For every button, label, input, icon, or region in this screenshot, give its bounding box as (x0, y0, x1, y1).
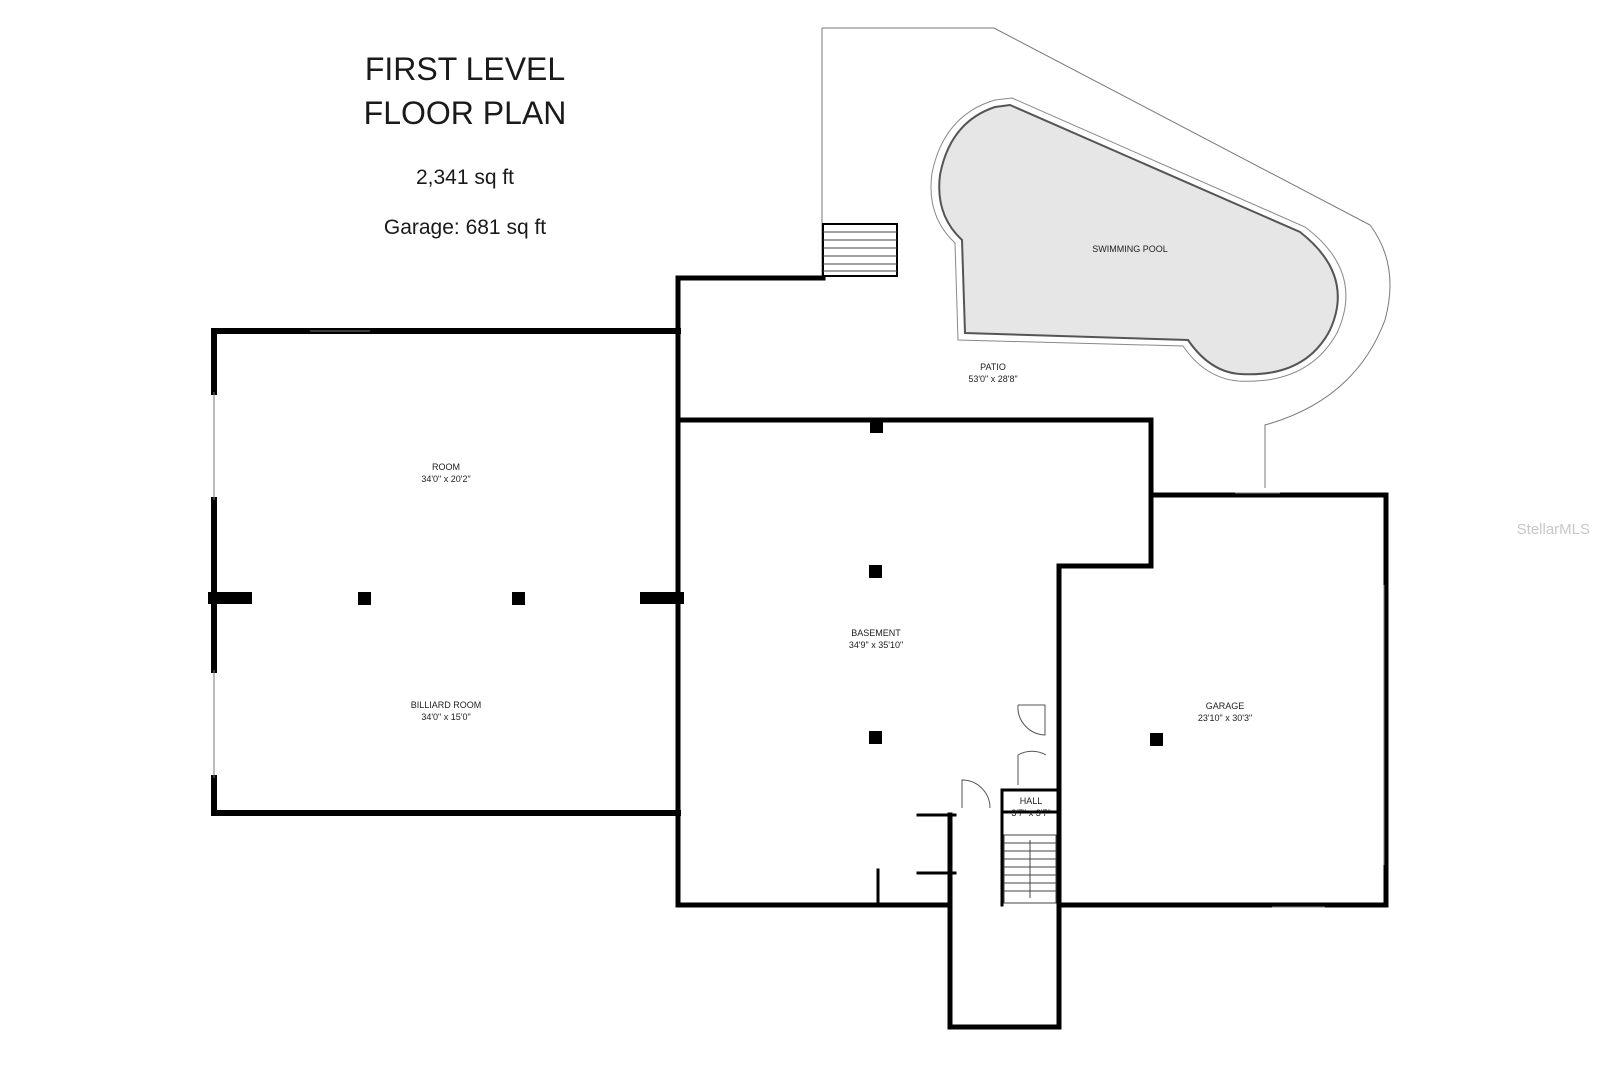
patio-stairs (822, 223, 898, 277)
basement-column-top-wall (870, 420, 883, 433)
hall-label: HALL (1020, 796, 1043, 806)
room-column-left (358, 592, 371, 605)
swimming-pool (938, 103, 1339, 376)
garage-dims: 23'10" x 30'3" (1198, 713, 1252, 723)
garage-label: GARAGE (1206, 701, 1245, 711)
patio-dims: 53'0" x 28'8" (968, 374, 1017, 384)
swimming-pool-coping (930, 97, 1347, 382)
room-column-right (512, 592, 525, 605)
hall-dims: 3'7" x 3'7" (1011, 808, 1050, 818)
basement-dims: 34'9" x 35'10" (849, 640, 903, 650)
basement-label: BASEMENT (851, 628, 901, 638)
room-label: ROOM (432, 462, 460, 472)
garage-walls (1056, 492, 1389, 908)
garage-area: Garage: 681 sq ft (383, 216, 547, 239)
hall-walls (1000, 788, 1061, 814)
garage-column (1150, 733, 1163, 746)
basement-column-2 (869, 731, 882, 744)
room-dims: 34'0" x 20'2" (421, 474, 470, 484)
watermark: StellarMLS (1516, 521, 1590, 538)
basement-walls (675, 417, 1154, 908)
plan-title-line2: FLOOR PLAN (363, 95, 567, 131)
patio-outline (822, 27, 1391, 488)
door-swings (961, 704, 1047, 809)
total-area: 2,341 sq ft (415, 166, 515, 189)
patio-back-wall (675, 275, 826, 423)
basement-column-1 (869, 565, 882, 578)
stairwell-walls (947, 788, 1062, 1030)
swimming-pool-label: SWIMMING POOL (1092, 244, 1168, 254)
patio-label: PATIO (980, 362, 1006, 372)
billiard-room-walls (208, 328, 684, 816)
billiard-room-dims: 34'0" x 15'0" (421, 712, 470, 722)
plan-title-line1: FIRST LEVEL (364, 51, 566, 87)
billiard-room-label: BILLIARD ROOM (411, 700, 482, 710)
